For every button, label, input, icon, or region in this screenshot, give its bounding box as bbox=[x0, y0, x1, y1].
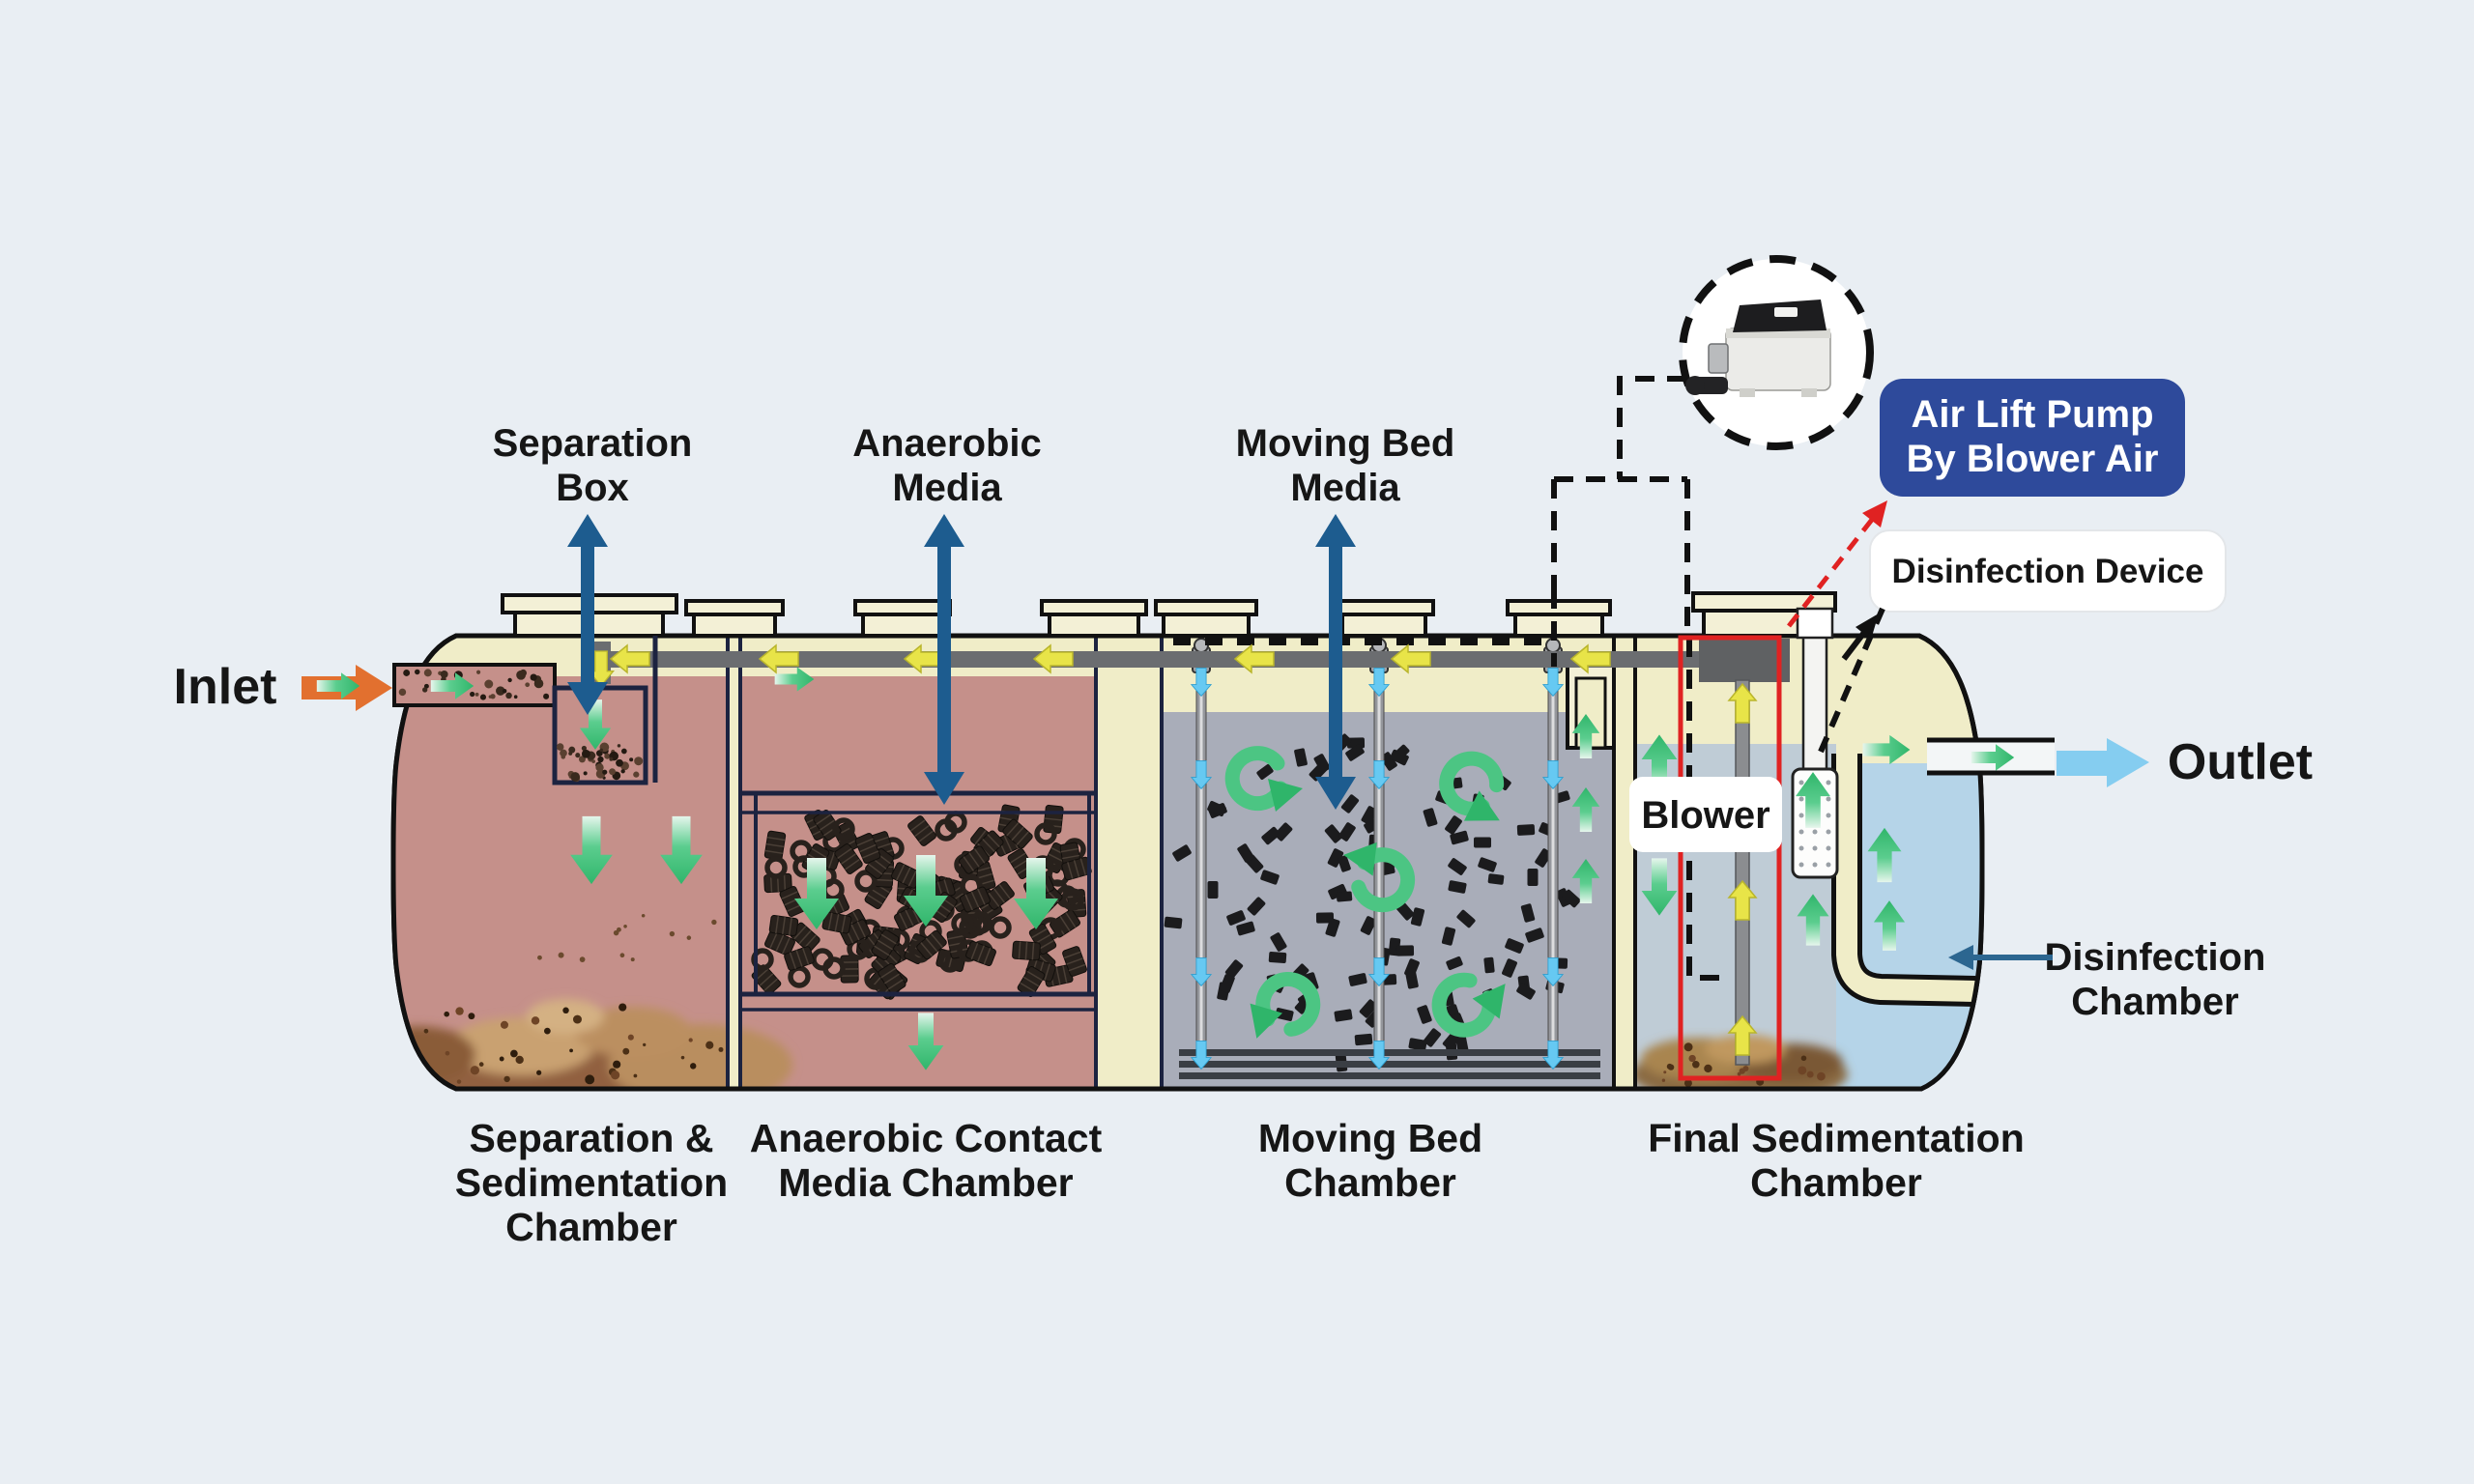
chamber1-label-l1: Separation & bbox=[470, 1116, 714, 1160]
air-lift-pump-tag: Air Lift Pump By Blower Air bbox=[1880, 379, 2185, 497]
lid-6 bbox=[1333, 599, 1435, 638]
lid-4 bbox=[1040, 599, 1148, 638]
separation-box-arrow bbox=[567, 514, 608, 715]
chamber-name-labels: Separation & Sedimentation Chamber Anaer… bbox=[455, 1116, 2025, 1249]
disinfection-chamber-tag: Disinfection Chamber bbox=[1948, 936, 2265, 1023]
chamber4-label-l1: Final Sedimentation bbox=[1648, 1116, 2025, 1160]
disinfection-device-label: Disinfection Device bbox=[1892, 553, 2204, 590]
chamber2-label-l1: Anaerobic Contact bbox=[750, 1116, 1103, 1160]
lid-5 bbox=[1154, 599, 1258, 638]
air-lift-highlight-rect bbox=[1678, 635, 1782, 1081]
anaerobic-media-label: Anaerobic bbox=[852, 422, 1042, 465]
annotations: Separation Box Anaerobic Media Moving Be… bbox=[455, 379, 2265, 1249]
blower-label: Blower bbox=[1641, 794, 1769, 837]
outlet-arrow bbox=[2057, 738, 2149, 787]
chamber1-label-l2: Sedimentation bbox=[455, 1160, 728, 1205]
lid-3 bbox=[853, 599, 952, 638]
outlet-assembly: Outlet bbox=[1927, 734, 2313, 790]
inlet-label: Inlet bbox=[174, 659, 277, 715]
moving-bed-media-label: Moving Bed bbox=[1236, 422, 1455, 465]
lid-7 bbox=[1506, 599, 1612, 638]
disinfection-device-tag: Disinfection Device bbox=[1869, 529, 2227, 613]
air-line-from-blower bbox=[1617, 376, 1686, 479]
air-lift-pump-label-l1: Air Lift Pump bbox=[1911, 393, 2153, 436]
aeration-grid bbox=[1179, 1049, 1600, 1079]
outlet-label: Outlet bbox=[2168, 734, 2313, 790]
device-pointer bbox=[1818, 607, 1885, 754]
anaerobic-media-arrow bbox=[924, 514, 964, 805]
blower-tag: Blower bbox=[1629, 777, 1782, 852]
blower-unit-bubble bbox=[1679, 255, 1874, 450]
chamber3-label-l1: Moving Bed bbox=[1258, 1116, 1482, 1160]
separation-box-label2: Box bbox=[556, 467, 629, 509]
chamber3-label-l2: Chamber bbox=[1284, 1160, 1456, 1205]
disinfection-chamber-label-l1: Disinfection bbox=[2045, 936, 2266, 979]
air-line-to-airlift bbox=[1686, 638, 1732, 981]
lid-2 bbox=[684, 599, 785, 638]
chamber2-label-l2: Media Chamber bbox=[778, 1160, 1073, 1205]
sludge-chamber4 bbox=[1631, 1035, 1848, 1089]
blower-machine-icon bbox=[1685, 300, 1831, 397]
air-lift-pump-label-l2: By Blower Air bbox=[1907, 438, 2159, 480]
disinfection-chamber-label-l2: Chamber bbox=[2071, 981, 2238, 1023]
blower-box bbox=[1699, 639, 1790, 682]
air-lift-pipe bbox=[1735, 679, 1750, 1066]
moving-bed-media-arrow bbox=[1315, 514, 1356, 810]
disinfection-device-cap bbox=[1796, 607, 1834, 640]
chamber1-label-l3: Chamber bbox=[505, 1205, 677, 1249]
separation-box-label: Separation bbox=[493, 422, 693, 465]
anaerobic-media-label2: Media bbox=[892, 467, 1002, 509]
moving-bed-media-label2: Media bbox=[1290, 467, 1400, 509]
chamber4-label-l2: Chamber bbox=[1750, 1160, 1922, 1205]
disinfection-baffle bbox=[1831, 754, 1976, 1007]
red-dashed-arrow bbox=[1787, 500, 1887, 628]
